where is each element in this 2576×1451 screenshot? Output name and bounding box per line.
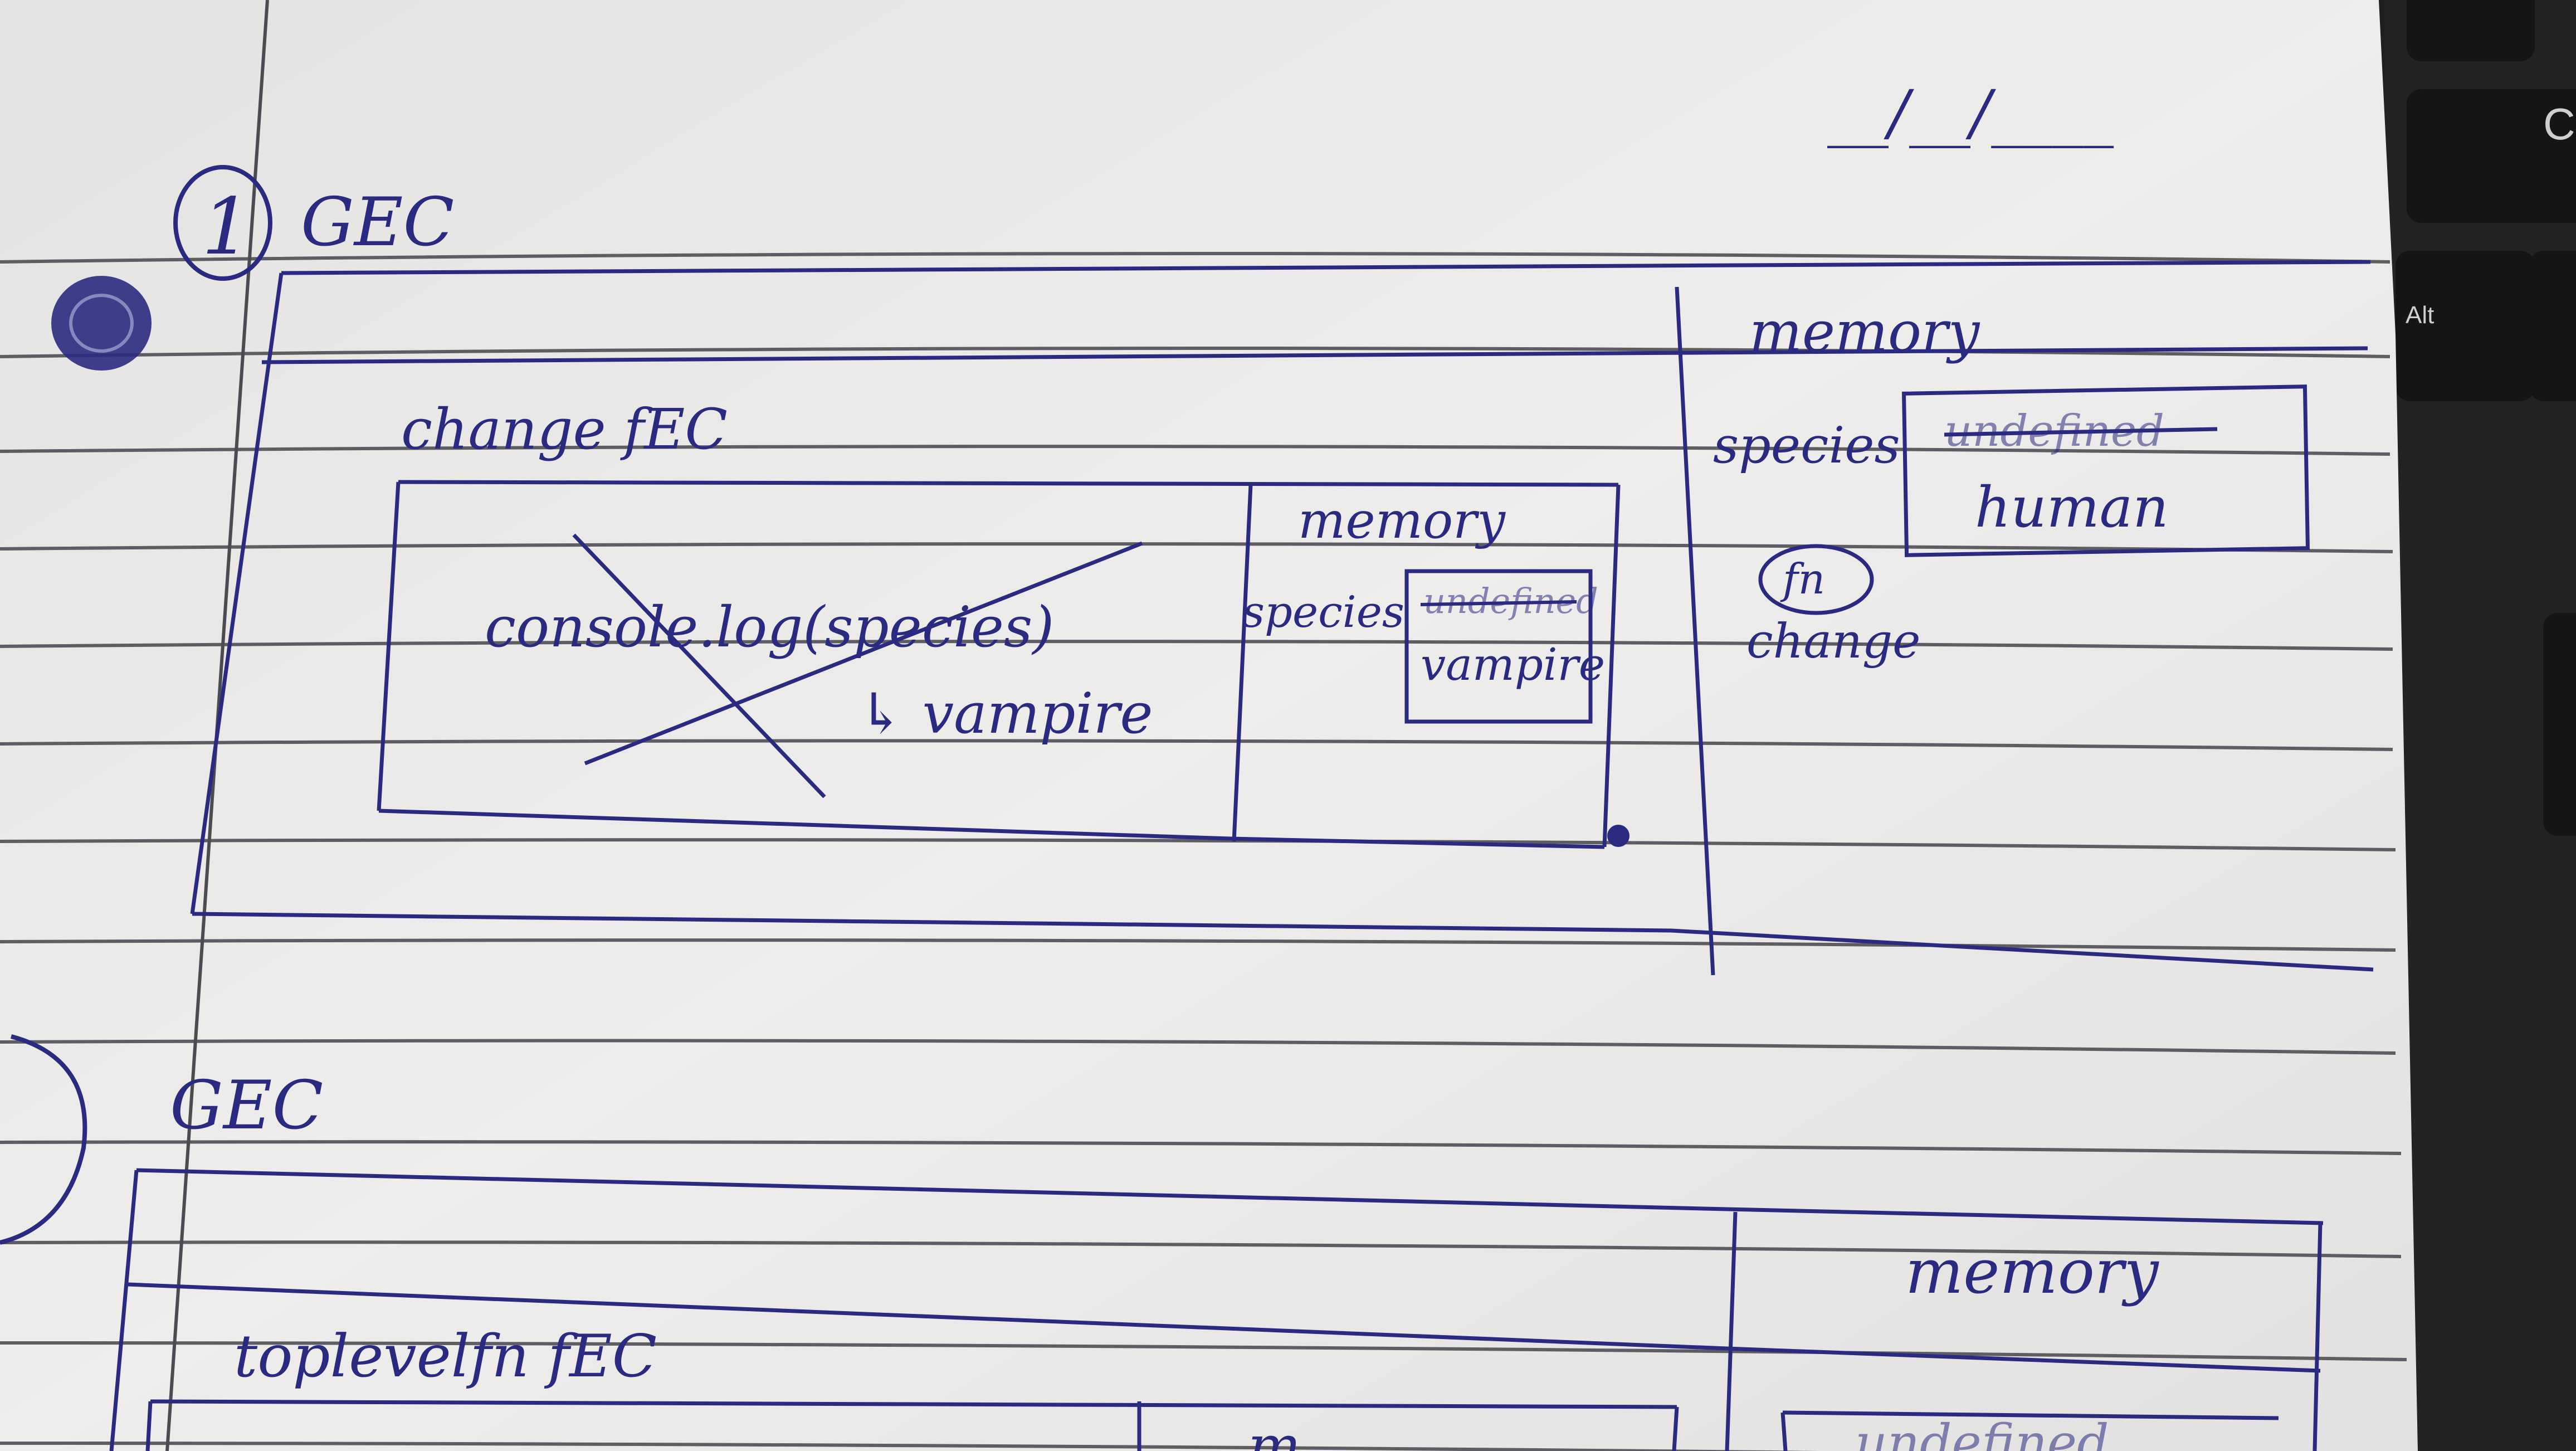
section-2-number-circle	[0, 1034, 87, 1245]
section-1-number: 1	[202, 182, 251, 272]
inner-context-frame	[377, 480, 1621, 849]
section-1-title: GEC	[301, 184, 454, 261]
console-output: ↳ vampire	[858, 681, 1153, 746]
code-strikethrough	[572, 533, 1143, 798]
notebook-page	[0, 0, 2418, 1451]
gec-frame-1	[190, 260, 2374, 976]
gec-frame-2	[109, 1168, 2324, 1451]
code-line: console.log(species)	[485, 595, 1054, 660]
key-c-label: C	[2543, 99, 2575, 149]
section-2-inner-memory-heading: m	[1248, 1414, 1301, 1451]
section-2-memory-old-value: undefined	[1855, 1414, 2109, 1451]
key-alt-label: Alt	[2406, 301, 2434, 329]
fn-label: fn	[1780, 554, 1825, 603]
section-2-inner-context-title: toplevelfn fEC	[234, 1322, 657, 1390]
laptop-keyboard: C Alt	[2384, 0, 2576, 1451]
section-1: 1 GEC change fEC console.log(species) ↳ …	[51, 165, 2374, 976]
inner-context-title: change fEC	[401, 397, 728, 462]
scribble-mark	[51, 276, 152, 371]
inner-memory-value: vampire	[1421, 639, 1605, 690]
section-2-title: GEC	[170, 1067, 323, 1145]
date-field: __/__/____	[1827, 77, 2114, 148]
fn-marker	[1758, 544, 1874, 615]
inner-memory-heading: memory	[1298, 491, 1506, 550]
inner-memory-value-box	[1404, 569, 1593, 724]
section-2: 2 GEC memory toplevelfn fEC m undefined	[0, 1034, 2324, 1451]
inner-memory-var-name: species	[1242, 587, 1404, 637]
memory-value-box	[1901, 384, 2310, 557]
ruled-lines	[0, 252, 2407, 1451]
memory-value: human	[1975, 475, 2169, 540]
fn-name: change	[1746, 614, 1920, 669]
memory-heading: memory	[1749, 299, 1980, 364]
memory-var-name: species	[1713, 416, 1900, 475]
section-2-memory-heading: memory	[1905, 1236, 2160, 1307]
section-1-number-circle	[173, 165, 272, 281]
